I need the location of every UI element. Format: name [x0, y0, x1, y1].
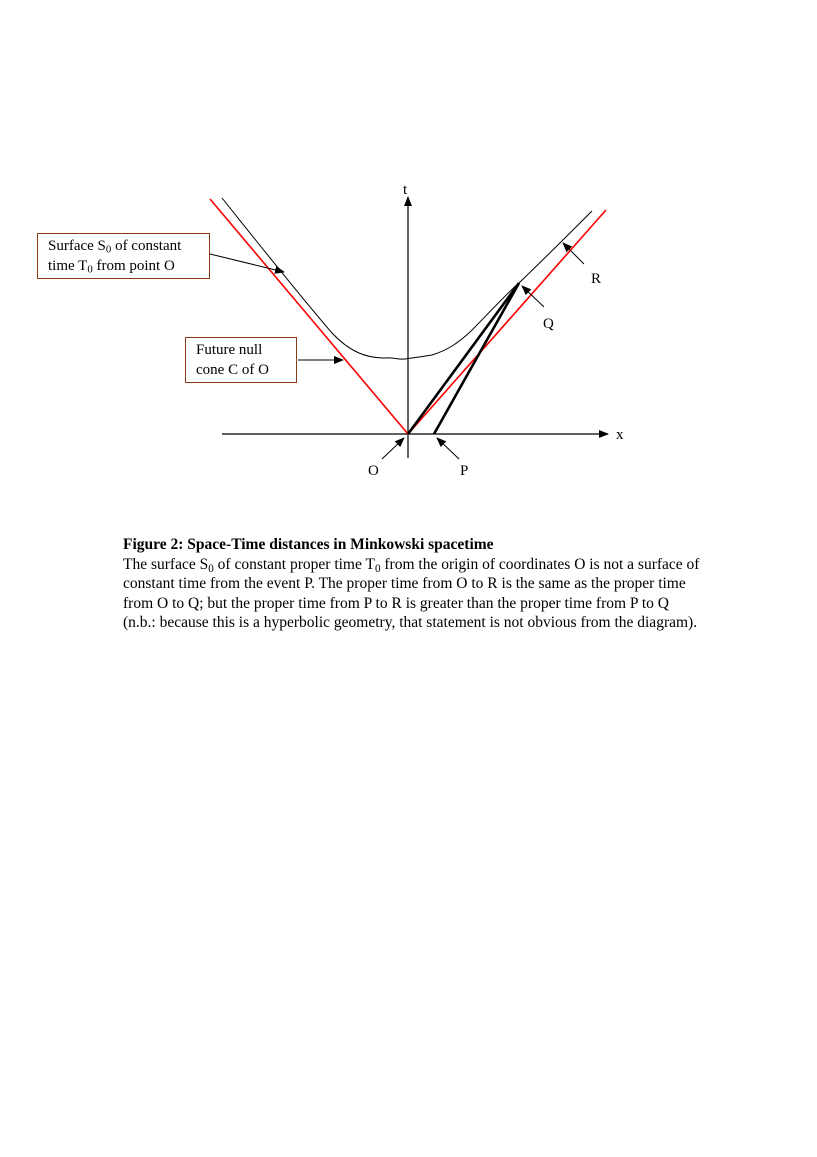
- null-cone-right: [407, 209, 607, 435]
- caption-body: The surface S0 of constant proper time T…: [123, 555, 700, 632]
- null-cone-annotation-box: Future null cone C of O: [185, 337, 297, 383]
- figure-caption: Figure 2: Space-Time distances in Minkow…: [123, 535, 703, 633]
- t-axis-label: t: [403, 182, 408, 198]
- surface-s0-annotation-box: Surface S0 of constant time T0 from poin…: [37, 233, 210, 279]
- caption-title: Figure 2: Space-Time distances in Minkow…: [123, 536, 494, 553]
- r-pointer: [562, 242, 585, 265]
- point-q-label: Q: [543, 316, 554, 332]
- minkowski-diagram: t x O P Q R: [209, 182, 624, 479]
- surface-box-line-2: time T0 from point O: [48, 258, 175, 276]
- line-p-to-q: [432, 282, 521, 435]
- p-pointer: [436, 437, 460, 460]
- o-pointer: [381, 437, 405, 460]
- cone-box-line-1: Future null: [196, 342, 263, 358]
- x-axis-label: x: [616, 427, 624, 443]
- point-p-label: P: [460, 463, 468, 479]
- point-o-label: O: [368, 463, 379, 479]
- surface-s0-curve: [221, 197, 593, 360]
- surface-box-line-1: Surface S0 of constant: [48, 238, 182, 256]
- surface-box-pointer: [209, 253, 285, 274]
- point-r-label: R: [591, 271, 601, 287]
- null-cone-left: [209, 198, 409, 435]
- cone-box-line-2: cone C of O: [196, 362, 269, 378]
- line-o-to-q: [406, 282, 521, 435]
- q-pointer: [521, 285, 545, 308]
